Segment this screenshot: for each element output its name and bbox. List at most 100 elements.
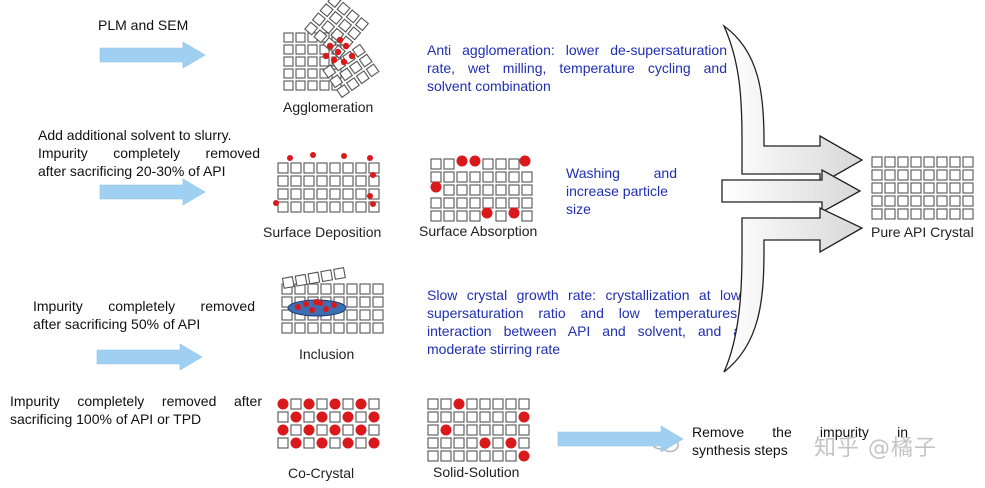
lattice-cell xyxy=(283,32,294,43)
impurity-particle xyxy=(295,304,301,310)
lattice-cell xyxy=(303,188,315,200)
lattice-cell xyxy=(466,411,478,423)
impurity-particle xyxy=(518,450,530,462)
lattice-cell xyxy=(466,398,478,410)
inclusion-remedy-line-3: interaction between API and solvent, and… xyxy=(427,323,741,339)
lattice-cell xyxy=(372,322,384,334)
lattice-cell xyxy=(897,182,909,194)
lattice-cell xyxy=(283,56,294,67)
lattice-cell xyxy=(365,63,380,78)
lattice-cell xyxy=(427,411,439,423)
lattice-cell xyxy=(320,283,332,295)
lattice-cell xyxy=(368,424,380,436)
lattice-cell xyxy=(329,411,341,423)
lattice-cell xyxy=(290,424,302,436)
lattice-cell xyxy=(884,156,896,168)
caption-pure-api: Pure API Crystal xyxy=(871,224,974,240)
lattice-cell xyxy=(427,450,439,462)
impurity-particle xyxy=(326,42,334,50)
lattice-cell xyxy=(508,184,520,196)
impurity-particle xyxy=(440,424,452,436)
lattice-cell xyxy=(949,208,961,220)
lattice-cell xyxy=(307,44,318,55)
lattice-cell xyxy=(342,162,354,174)
lattice-cell xyxy=(469,184,481,196)
lattice-cell xyxy=(897,195,909,207)
lattice-cell xyxy=(313,29,328,44)
lattice-cell xyxy=(355,437,367,449)
lattice-cell xyxy=(359,283,371,295)
lattice-cell xyxy=(884,182,896,194)
impurity-particle xyxy=(310,152,316,158)
lattice-cell xyxy=(521,184,533,196)
crystal-lattices xyxy=(273,0,974,462)
inclusion-remedy-line-1: Slow crystal growth rate: crystallizatio… xyxy=(427,287,741,303)
lattice-cell xyxy=(440,450,452,462)
lattice-cell xyxy=(355,201,367,213)
lattice-cell xyxy=(453,424,465,436)
lattice-cell xyxy=(319,80,330,91)
impurity-particle xyxy=(519,155,531,167)
lattice-cell xyxy=(482,158,494,170)
lattice-cell xyxy=(936,169,948,181)
synthesis-remedy-line-2: synthesis steps xyxy=(692,442,788,458)
lattice-cell xyxy=(277,175,289,187)
caption-agglomeration: Agglomeration xyxy=(283,99,374,115)
lattice-cell xyxy=(482,197,494,209)
lattice-cell xyxy=(346,322,358,334)
lattice-cell xyxy=(469,171,481,183)
lattice-cell xyxy=(307,283,319,295)
impurity-particle xyxy=(479,437,491,449)
lattice-cell xyxy=(359,322,371,334)
surface-remedy: Washing and increase particle size xyxy=(566,164,677,218)
lattice-cell xyxy=(336,84,351,99)
watermark-text: 知乎 @橘子 xyxy=(814,436,937,461)
impurity-particle xyxy=(303,301,309,307)
impurity-particle xyxy=(342,411,354,423)
lattice-cell xyxy=(283,80,294,91)
lattice-cell xyxy=(345,77,360,92)
synthesis-remedy: Remove the impurity in synthesis steps xyxy=(692,423,908,459)
impurity-particle xyxy=(277,398,289,410)
lattice-cell xyxy=(342,424,354,436)
lattice-cell xyxy=(316,188,328,200)
caption-co-crystal: Co-Crystal xyxy=(288,465,355,481)
lattice-cell xyxy=(329,201,341,213)
lattice-cell xyxy=(443,171,455,183)
lattice-cell xyxy=(368,398,380,410)
lattice-cell xyxy=(316,424,328,436)
lattice-cell xyxy=(355,70,370,85)
lattice-cell xyxy=(355,162,367,174)
lattice-cell xyxy=(307,56,318,67)
impurity-particle xyxy=(342,437,354,449)
impurity-particle xyxy=(456,155,468,167)
lattice-cell xyxy=(303,162,315,174)
impurity-particle xyxy=(290,411,302,423)
lattice-cell xyxy=(492,450,504,462)
lattice-cell xyxy=(295,68,306,79)
lattice-cell xyxy=(440,398,452,410)
impurity-particle xyxy=(348,52,356,60)
lattice-cell xyxy=(521,210,533,222)
lattice-cell xyxy=(479,424,491,436)
lattice-cell xyxy=(495,158,507,170)
lattice xyxy=(427,398,530,462)
lattice-cell xyxy=(430,158,442,170)
lattice-cell xyxy=(319,3,334,18)
lattice-cell xyxy=(440,437,452,449)
lattice-cell xyxy=(962,182,974,194)
lattice-cell xyxy=(355,188,367,200)
caption-surface-absorption: Surface Absorption xyxy=(419,223,538,239)
impurity-particle xyxy=(370,172,376,178)
impurity-particle xyxy=(334,48,342,56)
impurity-particle xyxy=(303,424,315,436)
lattice-cell xyxy=(283,44,294,55)
lattice-cell xyxy=(884,169,896,181)
lattice-cell xyxy=(469,210,481,222)
impurity-particle xyxy=(518,411,530,423)
lattice-cell xyxy=(320,19,336,35)
lattice-cell xyxy=(329,74,344,89)
lattice-cell xyxy=(322,64,337,79)
lattice-cell xyxy=(328,10,343,26)
